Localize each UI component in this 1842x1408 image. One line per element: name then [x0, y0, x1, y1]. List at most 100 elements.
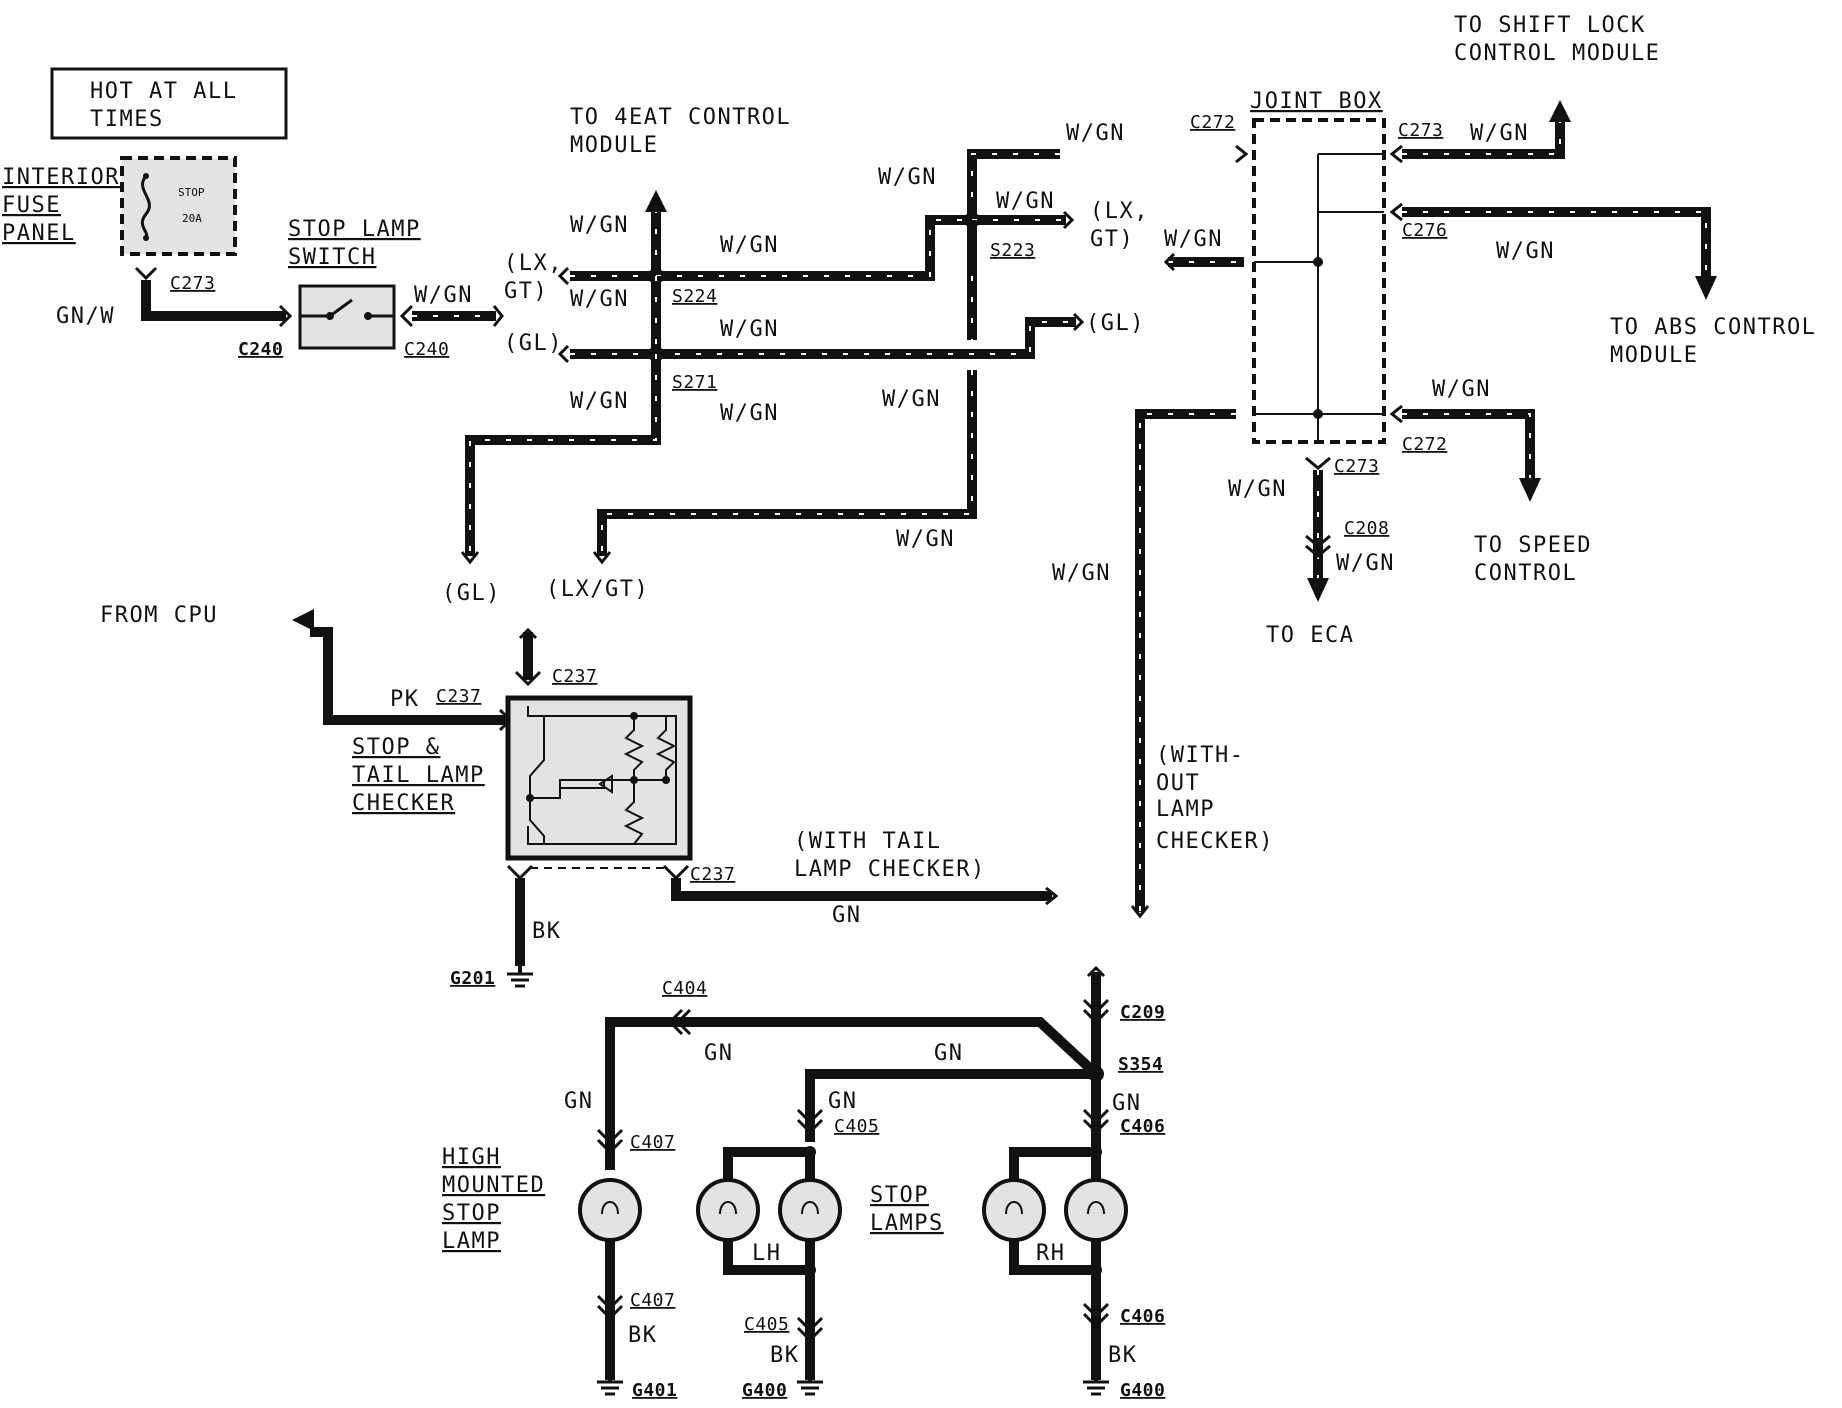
wire-color-w-gn-4eat: W/GN	[570, 213, 629, 238]
connector-c273-eca: C273	[1334, 456, 1379, 477]
connector-c240-in: C240	[238, 339, 283, 360]
to-speed-control-line-2: CONTROL	[1474, 561, 1577, 586]
wire-w-gn-s271	[570, 317, 1076, 359]
ground-g201: G201	[450, 968, 495, 989]
ground-g400-lh: G400	[742, 1380, 787, 1401]
interior-fuse-panel-label-1: INTERIOR	[2, 165, 120, 190]
high-mounted-stop-lamp-label-2: MOUNTED	[442, 1173, 545, 1198]
wire-color-w-gn-speed: W/GN	[1432, 377, 1491, 402]
wire-break-symbol	[1072, 312, 1085, 332]
connector-c209-symbol	[1082, 998, 1110, 1025]
wire-color-pk: PK	[390, 687, 420, 712]
connector-c407-bottom: C407	[630, 1290, 675, 1311]
wire-w-gn-trunk-vertical-stripe	[971, 153, 1060, 340]
connector-c404-symbol	[667, 1008, 692, 1036]
bulb-filament-icon	[1005, 1201, 1023, 1215]
fuse-terminal	[143, 173, 149, 179]
lamp-checker-module	[505, 695, 693, 861]
wire-w-gn-down-gl-stripe	[469, 354, 657, 556]
ground-g401: G401	[632, 1380, 677, 1401]
variant-lx-gt-left-2: GT)	[504, 279, 548, 304]
wire-color-gn-high-mount-top: GN	[704, 1041, 734, 1066]
checker-node	[662, 776, 670, 784]
fuse-panel-shading	[122, 158, 235, 254]
connector-c237-gn-symbol	[662, 864, 690, 881]
wire-color-gn-w: GN/W	[56, 304, 115, 329]
wire-gn-w	[141, 280, 286, 321]
wire-w-gn-s224-s223-stripe	[656, 219, 972, 277]
bulb-filament-icon	[1087, 1201, 1105, 1215]
wire-w-gn-speed-stripe	[1402, 413, 1531, 480]
ground-symbol-icon	[795, 1372, 825, 1396]
wire-color-w-gn-joint-box-left: W/GN	[1164, 227, 1223, 252]
connector-c237-gn: C237	[690, 864, 735, 885]
high-mounted-stop-lamp-bulb-icon	[578, 1178, 642, 1242]
variant-lx-gt-right-1: (LX,	[1090, 199, 1149, 224]
to-4eat-line-1: TO 4EAT CONTROL	[570, 105, 791, 130]
wire-break-symbol	[1062, 210, 1075, 230]
stop-lamps-label-1: STOP	[870, 1183, 929, 1208]
checker-node	[630, 712, 638, 720]
wire-w-gn-shift-lock	[1402, 120, 1565, 159]
wire-color-w-gn-trunk-lower: W/GN	[882, 387, 941, 412]
wire-break-symbol	[1045, 886, 1059, 906]
splice-s271: S271	[672, 372, 717, 393]
wire-w-gn-s224-s223	[656, 215, 972, 281]
variant-without-checker-2: OUT	[1156, 771, 1200, 796]
wire-w-gn-without-checker	[1135, 409, 1236, 912]
interior-fuse-panel-label-3: PANEL	[2, 221, 76, 246]
connector-c273-fuse: C273	[170, 273, 215, 294]
arrow-down-icon	[1519, 478, 1541, 502]
wire-color-bk-high-mount: BK	[628, 1323, 658, 1348]
from-cpu: FROM CPU	[100, 603, 218, 628]
lamp-checker-shading	[508, 698, 690, 858]
wire-color-gn-high-mount-side: GN	[564, 1089, 594, 1114]
variant-without-checker-3: LAMP	[1156, 797, 1215, 822]
variant-with-tail-lamp-checker-1: (WITH TAIL	[794, 829, 941, 854]
wire-break-symbol	[460, 551, 480, 565]
bulb-filament-icon	[719, 1201, 737, 1215]
lamp-checker-circuit-icon	[527, 706, 677, 845]
to-speed-control-line-1: TO SPEED	[1474, 533, 1592, 558]
variant-gl-bottom: (GL)	[442, 581, 501, 606]
rh-stop-lamp-inner-bulb-icon	[1064, 1178, 1128, 1242]
arrow-left-icon	[292, 609, 314, 631]
arrow-up-icon	[1549, 100, 1571, 122]
fuse-terminal	[143, 235, 149, 241]
variant-gl-left: (GL)	[504, 331, 563, 356]
connector-c273-eca-symbol	[1305, 456, 1331, 470]
wire-w-gn-abs	[1402, 207, 1711, 278]
to-abs-line-1: TO ABS CONTROL	[1610, 315, 1816, 340]
connector-c208: C208	[1344, 518, 1389, 539]
wire-break-symbol	[592, 551, 612, 565]
ground-symbol-icon	[595, 1372, 625, 1396]
wire-gn-with-checker	[671, 878, 1052, 901]
variant-gl-right: (GL)	[1086, 311, 1145, 336]
connector-c272-top: C272	[1190, 112, 1235, 133]
fuse-panel-box	[120, 156, 237, 256]
wire-color-w-gn-s224-right: W/GN	[720, 233, 779, 258]
ground-g400-rh: G400	[1120, 1380, 1165, 1401]
connector-c404: C404	[662, 978, 707, 999]
to-shift-lock-line-2: CONTROL MODULE	[1454, 41, 1660, 66]
connector-c240-out: C240	[404, 339, 449, 360]
connector-c272-speed: C272	[1402, 434, 1447, 455]
joint-box-node	[1313, 257, 1323, 267]
connector-c273-fuse-symbol	[134, 266, 158, 281]
wire-color-w-gn-s271-mid: W/GN	[720, 401, 779, 426]
to-eca: TO ECA	[1266, 623, 1354, 648]
wire-color-w-gn-trunk-left: W/GN	[878, 165, 937, 190]
connector-c209: C209	[1120, 1002, 1165, 1023]
connector-c407-top-symbol	[596, 1128, 624, 1155]
wire-color-w-gn-shift-lock: W/GN	[1470, 121, 1529, 146]
arrow-down-icon	[1695, 276, 1717, 300]
connector-c406-top: C406	[1120, 1116, 1165, 1137]
lh-stop-lamp-outer-bulb-icon	[696, 1178, 760, 1242]
variant-without-checker-4: CHECKER)	[1156, 829, 1274, 854]
splice-s223: S223	[990, 240, 1035, 261]
wire-w-gn-down-gl	[465, 354, 661, 556]
high-mounted-stop-lamp-label-1: HIGH	[442, 1145, 501, 1170]
fuse-label-2: 20A	[182, 212, 202, 225]
wire-color-w-gn-s271-left: W/GN	[570, 389, 629, 414]
wire-break-symbol	[518, 627, 538, 640]
